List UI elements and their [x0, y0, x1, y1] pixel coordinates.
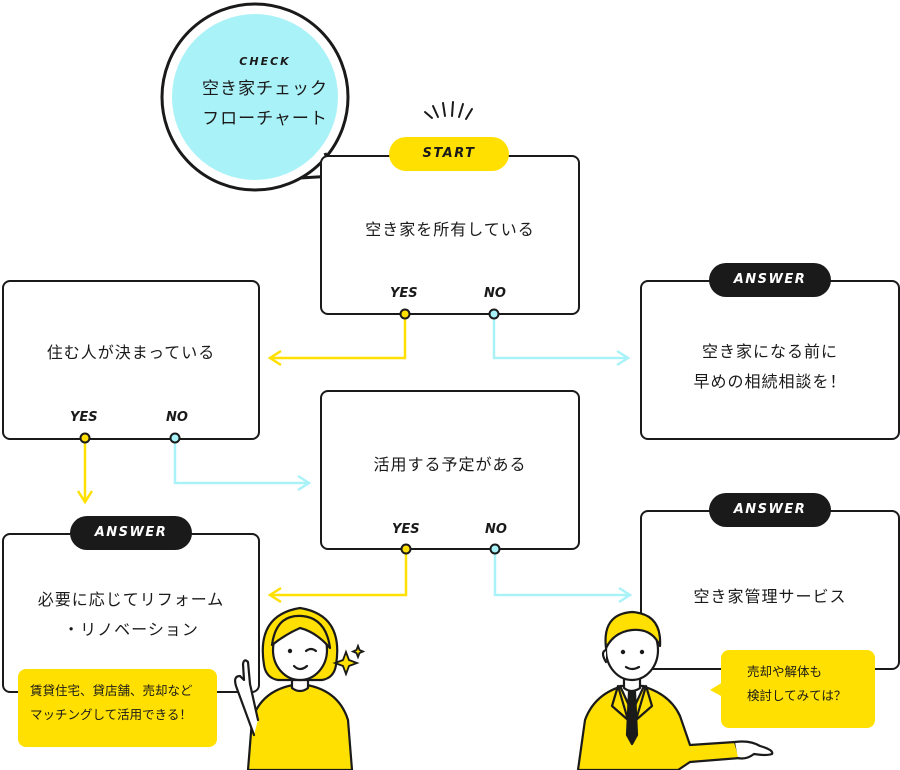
bubble-left: 賃貸住宅、貸店舗、売却など マッチングして活用できる！: [18, 669, 217, 747]
title-line-1: 空き家チェック: [202, 79, 328, 99]
arrow-resident-no: [173, 440, 312, 492]
start-question: 空き家を所有している: [365, 220, 535, 239]
bubble-left-line-1: 賃貸住宅、貸店舗、売却など: [30, 683, 193, 698]
answer-consult-line-2: 早めの相続相談を！: [693, 372, 847, 391]
answer-consult-pill: ANSWER: [709, 263, 831, 297]
answer-consult-line-1: 空き家になる前に: [701, 342, 838, 361]
answer-reform-pill: ANSWER: [70, 516, 192, 550]
utilize-yes-label: YES: [392, 522, 420, 537]
arrow-start-no: [492, 315, 631, 367]
bubble-right-line-1: 売却や解体も: [747, 664, 823, 679]
chart-title: CHECK 空き家チェック フローチャート: [185, 55, 345, 134]
title-line-2: フローチャート: [202, 109, 328, 129]
answer-consult-box: 空き家になる前に 早めの相続相談を！: [640, 280, 900, 440]
resident-question: 住む人が決まっている: [46, 343, 216, 362]
resident-yes-label: YES: [70, 410, 98, 425]
start-no-label: NO: [484, 286, 506, 301]
bubble-left-line-2: マッチングして活用できる！: [30, 707, 192, 722]
utilize-question: 活用する予定がある: [373, 455, 527, 474]
bubble-right: 売却や解体も 検討してみては？: [721, 650, 875, 728]
start-pill: START: [389, 137, 509, 171]
answer-service-line-1: 空き家管理サービス: [693, 587, 847, 606]
start-yes-label: YES: [390, 286, 418, 301]
arrow-utilize-no: [493, 550, 633, 604]
bubble-right-line-2: 検討してみては？: [747, 688, 847, 703]
check-label: CHECK: [239, 55, 291, 68]
sparkle-rays-icon: [424, 101, 473, 120]
arrow-resident-yes: [76, 440, 94, 505]
sparkle-icon: [332, 643, 366, 677]
arrow-utilize-yes: [267, 550, 408, 604]
answer-reform-line-2: ・リノベーション: [63, 620, 199, 639]
utilize-no-label: NO: [485, 522, 507, 537]
answer-reform-line-1: 必要に応じてリフォーム: [37, 590, 225, 609]
resident-no-label: NO: [166, 410, 188, 425]
resident-question-box: 住む人が決まっている YES NO: [2, 280, 260, 440]
title-badge: [160, 2, 350, 192]
arrow-start-yes: [267, 315, 407, 367]
man-character-icon: [576, 610, 774, 770]
woman-character-icon: [234, 606, 354, 770]
answer-service-pill: ANSWER: [709, 493, 831, 527]
answer-reform-box: 必要に応じてリフォーム ・リノベーション: [2, 533, 260, 693]
utilize-question-box: 活用する予定がある YES NO: [320, 390, 580, 550]
